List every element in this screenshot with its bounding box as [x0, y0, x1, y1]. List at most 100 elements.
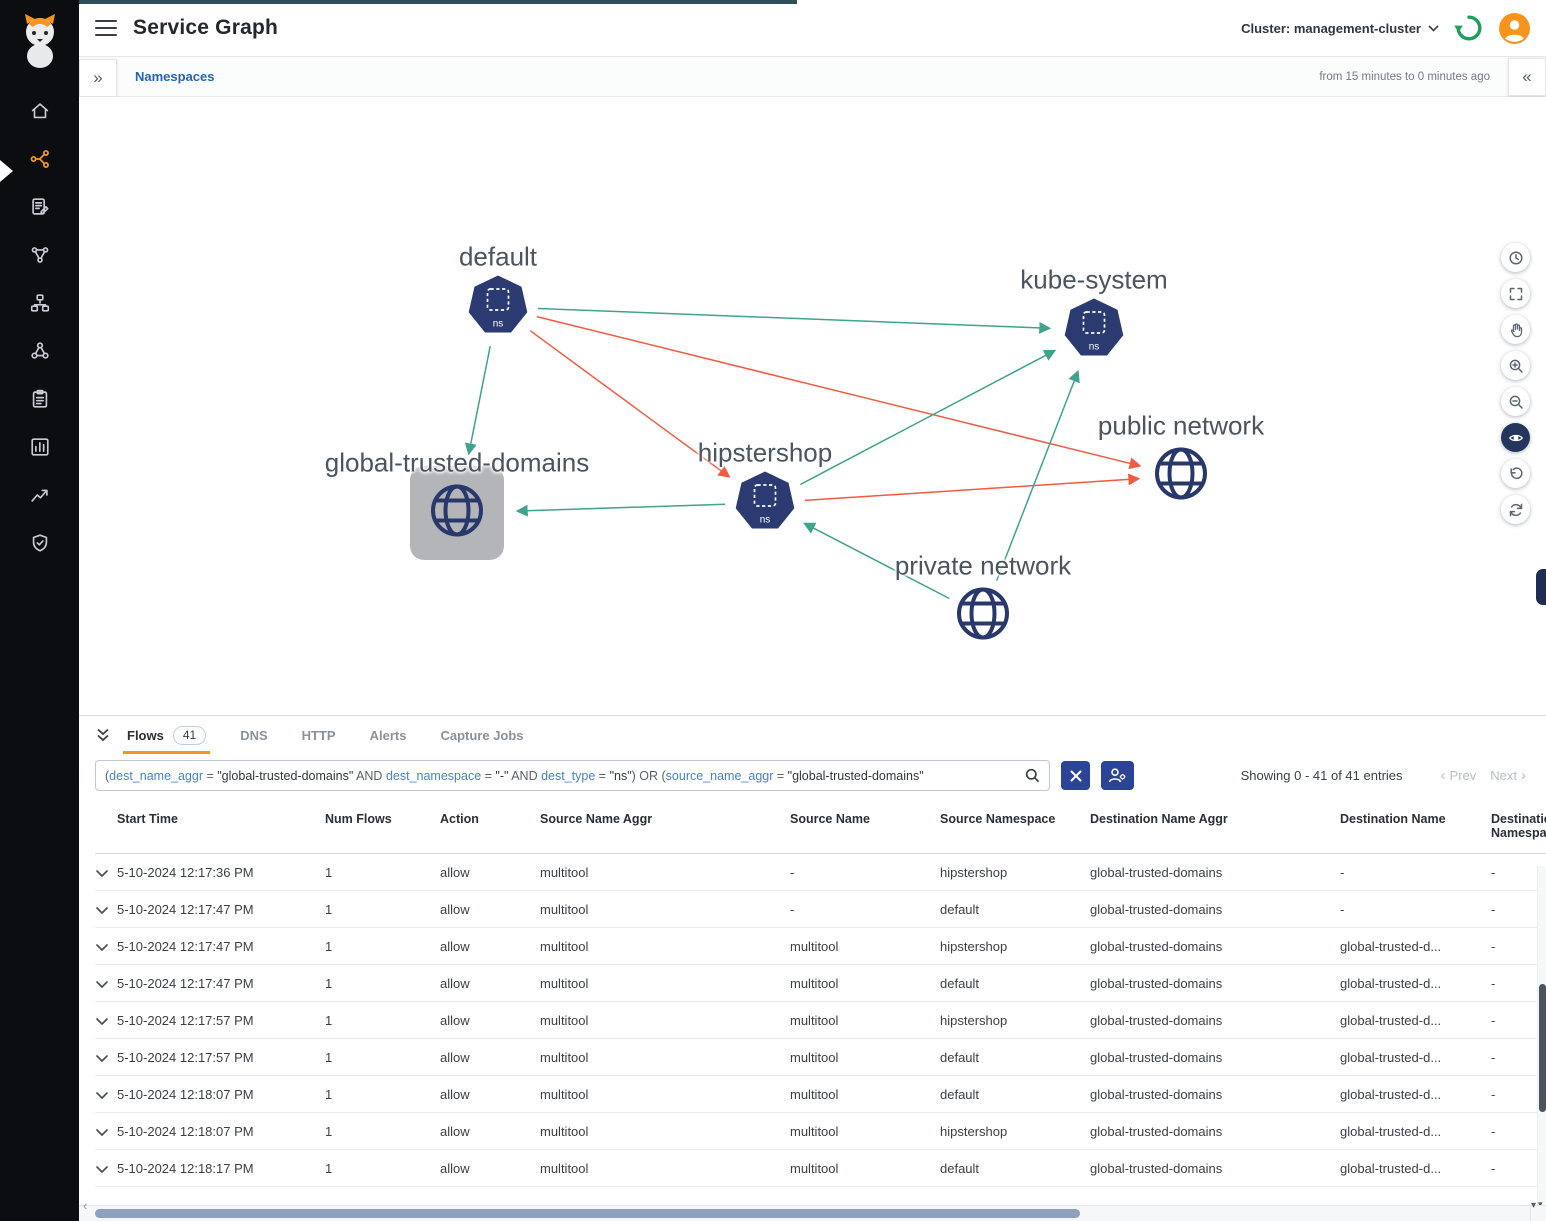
filter-token: = [203, 768, 218, 783]
flow-cell: multitool [540, 1075, 790, 1113]
row-expander[interactable] [95, 890, 117, 928]
column-header-destination-namespace[interactable]: Destination Namespace [1491, 801, 1546, 854]
column-header-destination-name-aggr[interactable]: Destination Name Aggr [1090, 801, 1340, 854]
graph-node-public-network[interactable] [1150, 443, 1212, 510]
tab-dns[interactable]: DNS [238, 716, 269, 754]
close-icon [1070, 770, 1082, 782]
clear-filter-button[interactable] [1061, 761, 1090, 790]
sidebar-item-compliance[interactable] [17, 376, 63, 422]
flow-cell: global-trusted-domains [1090, 1001, 1340, 1039]
row-expander[interactable] [95, 1112, 117, 1150]
graph-edge-default-to-kube-system[interactable] [537, 307, 1052, 334]
graph-toolbar-visibility-button[interactable] [1501, 423, 1530, 452]
row-expander[interactable] [95, 964, 117, 1002]
column-header-destination-name[interactable]: Destination Name [1340, 801, 1491, 854]
chevron-down-icon [96, 980, 108, 988]
side-drawer-handle[interactable] [1536, 569, 1546, 605]
flow-cell: allow [440, 853, 540, 891]
collapse-panel-icon[interactable] [95, 728, 111, 742]
filter-token: ( [105, 768, 110, 783]
flow-cell: multitool [790, 1038, 940, 1076]
chevron-down-icon [96, 1128, 108, 1136]
search-icon[interactable] [1025, 768, 1040, 783]
column-header-source-namespace[interactable]: Source Namespace [940, 801, 1090, 854]
column-header-start-time[interactable]: Start Time [117, 801, 325, 854]
tab-alerts[interactable]: Alerts [368, 716, 409, 754]
row-expander[interactable] [95, 853, 117, 891]
flow-cell: 5-10-2024 12:18:17 PM [117, 1149, 325, 1187]
cluster-selector[interactable]: Cluster: management-cluster [1241, 21, 1439, 36]
page-title: Service Graph [133, 16, 279, 39]
avatar[interactable] [1499, 12, 1530, 44]
graph-toolbar-zoom-in-button[interactable] [1501, 351, 1530, 380]
row-expander[interactable] [95, 1075, 117, 1113]
graph-edge-private-network-to-kube-system[interactable] [996, 369, 1080, 581]
expand-panel-button[interactable]: » [79, 58, 117, 97]
sidebar-item-threat-defense[interactable] [17, 520, 63, 566]
sidebar-item-network-sets[interactable] [17, 280, 63, 326]
graph-toolbar-pan-button[interactable] [1501, 315, 1530, 344]
next-button[interactable]: Next› [1490, 767, 1526, 784]
horizontal-scrollbar-thumb[interactable] [95, 1209, 1080, 1218]
row-expander[interactable] [95, 1149, 117, 1187]
sidebar-item-home[interactable] [17, 88, 63, 134]
menu-icon[interactable] [95, 20, 117, 36]
row-expander[interactable] [95, 1038, 117, 1076]
graph-edge-default-to-global-trusted-domains[interactable] [464, 346, 491, 456]
column-header-num-flows[interactable]: Num Flows [325, 801, 440, 854]
graph-node-default[interactable]: ns [466, 275, 530, 340]
flow-cell: allow [440, 1075, 540, 1113]
vertical-scrollbar-thumb[interactable] [1539, 984, 1546, 1112]
vertical-scrollbar[interactable]: ▾ [1537, 866, 1546, 1209]
history-button[interactable] [1454, 13, 1484, 43]
flow-cell: - [1491, 1149, 1546, 1187]
flow-cell: 1 [325, 964, 440, 1002]
flow-cell: hipstershop [940, 1001, 1090, 1039]
flow-cell: allow [440, 1038, 540, 1076]
graph-toolbar-time-button[interactable] [1501, 243, 1530, 272]
flow-cell: multitool [540, 890, 790, 928]
graph-edge-hipstershop-to-global-trusted-domains[interactable] [515, 503, 726, 517]
tigera-logo[interactable] [19, 8, 61, 72]
sidebar-item-policies[interactable] [17, 184, 63, 230]
graph-edge-default-to-hipstershop[interactable] [529, 330, 731, 478]
graph-edge-default-to-public-network[interactable] [536, 315, 1142, 470]
flow-cell: allow [440, 1112, 540, 1150]
graph-toolbar-zoom-out-button[interactable] [1501, 387, 1530, 416]
graph-node-global-trusted-domains[interactable] [426, 480, 488, 547]
horizontal-scrollbar[interactable]: ‹ ▾ [79, 1199, 1546, 1221]
tab-capture-jobs[interactable]: Capture Jobs [438, 716, 525, 754]
graph-toolbar-refresh-button[interactable] [1501, 495, 1530, 524]
filter-input[interactable]: (dest_name_aggr = "global-trusted-domain… [95, 760, 1050, 791]
tab-http[interactable]: HTTP [300, 716, 338, 754]
column-header-action[interactable]: Action [440, 801, 540, 854]
breadcrumb[interactable]: Namespaces [135, 69, 215, 84]
sidebar-item-endpoints[interactable] [17, 232, 63, 278]
graph-node-hipstershop[interactable]: ns [733, 471, 797, 536]
row-expander[interactable] [95, 927, 117, 965]
flow-cell: default [940, 1149, 1090, 1187]
flow-cell: global-trusted-d... [1340, 927, 1491, 965]
graph-edge-private-network-to-hipstershop[interactable] [803, 522, 950, 600]
graph-node-kube-system[interactable]: ns [1062, 298, 1126, 363]
flow-cell: global-trusted-domains [1090, 1038, 1340, 1076]
column-header-source-name[interactable]: Source Name [790, 801, 940, 854]
graph-edge-hipstershop-to-kube-system[interactable] [800, 349, 1057, 486]
graph-edge-hipstershop-to-public-network[interactable] [804, 473, 1141, 502]
sidebar-item-service-graph[interactable] [17, 136, 63, 182]
user-settings-button[interactable] [1101, 761, 1134, 790]
row-expander[interactable] [95, 1001, 117, 1039]
graph-toolbar-undo-button[interactable] [1501, 459, 1530, 488]
flow-cell: 1 [325, 927, 440, 965]
sidebar-item-clusters[interactable] [17, 328, 63, 374]
sidebar-item-activity[interactable] [17, 472, 63, 518]
collapse-sidepanel-button[interactable]: « [1508, 57, 1546, 96]
sidebar-item-dashboards[interactable] [17, 424, 63, 470]
column-header-source-name-aggr[interactable]: Source Name Aggr [540, 801, 790, 854]
graph-toolbar-fit-button[interactable] [1501, 279, 1530, 308]
graph-node-private-network[interactable] [952, 583, 1014, 650]
prev-button[interactable]: ‹Prev [1440, 767, 1477, 784]
